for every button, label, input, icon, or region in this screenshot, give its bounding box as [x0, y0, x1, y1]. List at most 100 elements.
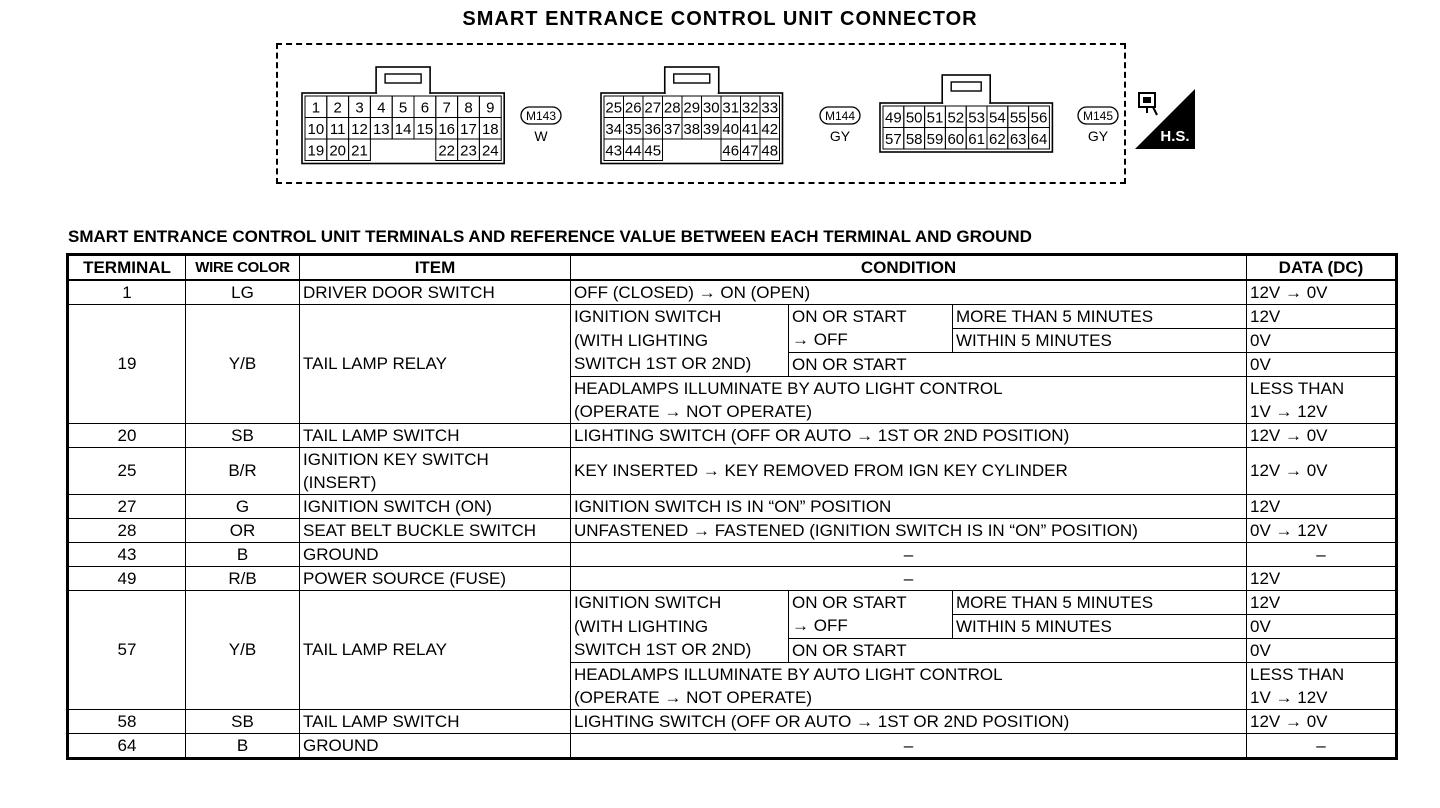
connector-hs-icon: H.S.	[1135, 89, 1195, 149]
wire-color-cell: R/B	[185, 566, 300, 591]
pin-number: 55	[1010, 110, 1027, 127]
table-row: 58 SB TAIL LAMP SWITCH LIGHTING SWITCH (…	[67, 709, 1398, 734]
condition-ign-line3: SWITCH 1ST OR 2ND)	[570, 352, 789, 377]
pin-number: 58	[906, 131, 923, 148]
terminal-cell: 20	[67, 423, 186, 448]
page-title: SMART ENTRANCE CONTROL UNIT CONNECTOR	[462, 8, 978, 30]
wire-color-cell: G	[185, 494, 300, 519]
data-cell: 12V → 0V	[1246, 709, 1398, 734]
terminal-cell: 43	[67, 542, 186, 567]
pin-number: 43	[605, 143, 622, 160]
table-row: SWITCH 1ST OR 2ND) ON OR START 0V	[68, 638, 1398, 663]
pin-number: 18	[482, 121, 499, 138]
pin-number: 49	[885, 110, 902, 127]
item-cell-line2: (INSERT)	[299, 471, 571, 495]
pin-number: 14	[395, 121, 412, 138]
condition-cell: LIGHTING SWITCH (OFF OR AUTO → 1ST OR 2N…	[569, 423, 1248, 448]
table-row: (WITH LIGHTING → OFF WITHIN 5 MINUTES 0V	[68, 328, 1398, 353]
item-cell: SEAT BELT BUCKLE SWITCH	[299, 518, 571, 543]
pin-number: 16	[438, 121, 455, 138]
data-cell: 12V → 0V	[1246, 279, 1398, 305]
pin-number: 4	[377, 100, 385, 117]
table-row: 49 R/B POWER SOURCE (FUSE) – 12V	[67, 566, 1398, 591]
pin-number: 35	[625, 121, 642, 138]
header-item: ITEM	[299, 254, 571, 281]
pin-number: 51	[927, 110, 944, 127]
connector-color: GY	[830, 128, 851, 144]
terminal-cell: 1	[67, 279, 186, 305]
pin-number: 15	[417, 121, 434, 138]
data-cell: 0V	[1246, 638, 1398, 663]
pin-number: 52	[947, 110, 964, 127]
table-row: 28 OR SEAT BELT BUCKLE SWITCH UNFASTENED…	[67, 518, 1398, 543]
wire-color-cell: LG	[185, 279, 300, 305]
table-row: (OPERATE → NOT OPERATE) 1V → 12V	[68, 686, 1398, 710]
terminal-cell: 49	[67, 566, 186, 591]
pin-number: 22	[438, 143, 455, 160]
data-cell: 12V	[1246, 494, 1398, 519]
pin-number: 48	[761, 143, 778, 160]
connector-id-badge	[1077, 106, 1119, 125]
condition-headlamps-line2: (OPERATE → NOT OPERATE)	[569, 400, 1248, 424]
pin-number: 2	[334, 100, 342, 117]
pin-number: 38	[683, 121, 700, 138]
item-cell-line1: IGNITION KEY SWITCH	[299, 447, 571, 471]
pin-number: 8	[464, 100, 472, 117]
data-cell: 12V → 0V	[1246, 447, 1398, 495]
condition-onstart-line1: ON OR START	[788, 304, 953, 329]
data-cell: 0V	[1246, 328, 1398, 353]
pin-number: 28	[664, 100, 681, 117]
connector-id: M145	[1083, 109, 1113, 123]
wire-color-cell: Y/B	[185, 590, 300, 710]
item-cell: DRIVER DOOR SWITCH	[299, 279, 571, 305]
header-terminal: TERMINAL	[67, 254, 186, 281]
data-cell: –	[1246, 542, 1398, 567]
item-cell: IGNITION SWITCH (ON)	[299, 494, 571, 519]
pin-number: 30	[703, 100, 720, 117]
pin-number: 20	[329, 143, 346, 160]
pin-cell	[1028, 127, 1050, 150]
pin-number: 32	[742, 100, 759, 117]
wire-color-cell: B	[185, 542, 300, 567]
data-cell: 1V → 12V	[1246, 686, 1398, 710]
pin-number: 56	[1031, 110, 1048, 127]
pin-cell	[759, 138, 780, 161]
connector-id: M143	[526, 109, 556, 123]
table-row: 1 LG DRIVER DOOR SWITCH OFF (CLOSED) → O…	[67, 279, 1398, 305]
pin-number: 53	[968, 110, 985, 127]
item-cell: TAIL LAMP RELAY	[299, 304, 571, 424]
condition-ign-line2: (WITH LIGHTING	[570, 328, 789, 353]
terminal-cell: 25	[67, 447, 186, 495]
condition-ign-line1: IGNITION SWITCH	[570, 304, 789, 329]
connector-id: M144	[825, 109, 855, 123]
data-cell: 0V	[1246, 352, 1398, 377]
header-data: DATA (DC)	[1246, 254, 1398, 281]
pin-number: 9	[486, 100, 494, 117]
table-row: (WITH LIGHTING → OFF WITHIN 5 MINUTES 0V	[68, 614, 1398, 639]
condition-on-or-start: ON OR START	[787, 638, 1248, 663]
condition-cell: LIGHTING SWITCH (OFF OR AUTO → 1ST OR 2N…	[569, 709, 1248, 734]
pin-number: 6	[421, 100, 429, 117]
terminal-cell: 57	[67, 590, 186, 710]
table-row: (INSERT)	[68, 471, 1397, 495]
condition-onstart-line2: → OFF	[788, 614, 953, 639]
condition-within-5-min: WITHIN 5 MINUTES	[951, 614, 1248, 639]
condition-cell: –	[569, 542, 1248, 567]
item-cell: TAIL LAMP SWITCH	[299, 709, 571, 734]
pin-number: 13	[373, 121, 390, 138]
terminal-cell: 28	[67, 518, 186, 543]
pin-number: 33	[761, 100, 778, 117]
table-caption: SMART ENTRANCE CONTROL UNIT TERMINALS AN…	[68, 227, 1032, 246]
item-cell: POWER SOURCE (FUSE)	[299, 566, 571, 591]
wire-color-cell: SB	[185, 423, 300, 448]
pin-number: 7	[443, 100, 451, 117]
condition-cell: KEY INSERTED → KEY REMOVED FROM IGN KEY …	[569, 447, 1248, 495]
connector-id-badge	[819, 106, 861, 125]
condition-cell: IGNITION SWITCH IS IN “ON” POSITION	[569, 494, 1248, 519]
table-row: (OPERATE → NOT OPERATE) 1V → 12V	[68, 400, 1398, 424]
pin-number: 12	[351, 121, 368, 138]
